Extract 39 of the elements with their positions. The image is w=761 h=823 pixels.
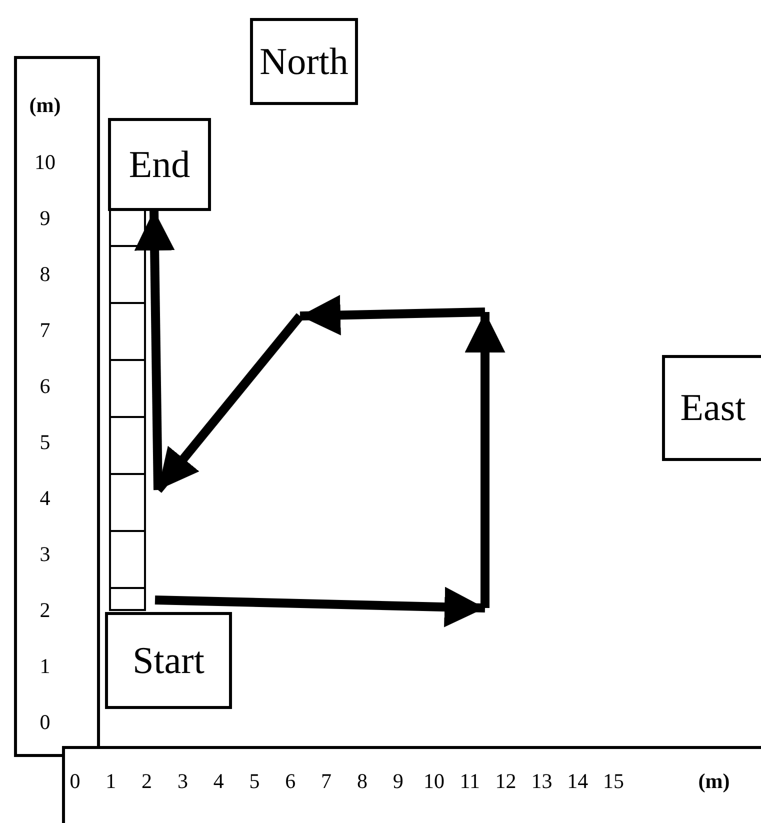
box-label: End <box>128 146 190 184</box>
tick-label: 2 <box>142 771 152 792</box>
tick-label: 14 <box>567 771 588 792</box>
tick-label: 7 <box>321 771 332 792</box>
tick-label: 2 <box>40 600 50 621</box>
tick-label: 4 <box>213 771 224 792</box>
unit-label: (m) <box>698 771 730 792</box>
tick-label: 7 <box>40 320 50 341</box>
tick-label: 6 <box>40 376 50 397</box>
tick-label: 8 <box>356 771 368 792</box>
unit-label: (m) <box>29 95 61 116</box>
tick-label: 8 <box>40 264 50 285</box>
label-box <box>108 118 211 211</box>
tick-label: 3 <box>177 771 188 792</box>
tick-label: 12 <box>495 771 516 792</box>
tick-label: 5 <box>249 771 260 792</box>
box-label: Start <box>132 642 204 680</box>
tick-label: 9 <box>40 208 50 229</box>
box-label: East <box>680 389 746 427</box>
tick-label: 1 <box>106 771 116 792</box>
tick-label: 10 <box>34 152 56 173</box>
tick-label: 11 <box>460 771 480 792</box>
label-box <box>662 355 761 461</box>
vertical-scale <box>14 56 100 757</box>
tick-label: 3 <box>40 544 50 565</box>
label-box <box>105 612 232 709</box>
box-label: North <box>260 42 348 80</box>
tick-label: 13 <box>531 771 552 792</box>
label-box <box>250 18 358 105</box>
tick-label: 5 <box>40 432 50 453</box>
tick-label: 9 <box>392 771 404 792</box>
tick-label: 6 <box>285 771 296 792</box>
tick-label: 0 <box>40 712 50 733</box>
tick-label: 1 <box>40 656 50 677</box>
tick-label: 15 <box>603 771 624 792</box>
tick-label: 0 <box>70 771 80 792</box>
tick-label: 4 <box>40 488 50 509</box>
horizontal-scale <box>62 746 761 823</box>
tick-label: 10 <box>424 771 444 792</box>
